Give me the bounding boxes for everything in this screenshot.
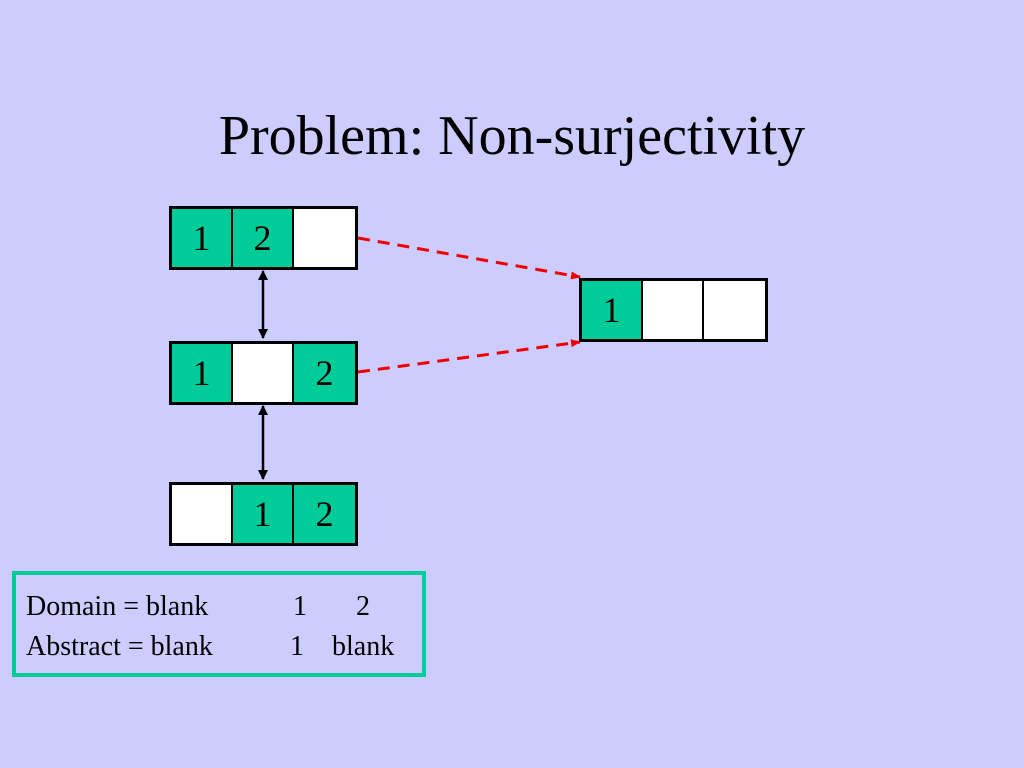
legend-domain-value-2: 2 xyxy=(356,591,370,622)
state-cell: 1 xyxy=(233,485,295,543)
state-cell: 1 xyxy=(582,281,644,339)
abstraction-arrow-top xyxy=(357,236,581,280)
legend-abstract-label: Abstract = blank xyxy=(26,631,213,662)
domain-state-row: 1 2 xyxy=(169,341,358,405)
domain-state-row: 1 2 xyxy=(169,206,358,270)
state-cell: 2 xyxy=(294,485,356,543)
abstraction-arrow-middle xyxy=(357,339,581,374)
slide-title: Problem: Non-surjectivity xyxy=(218,105,806,167)
legend-box: Domain = blank 1 2 Abstract = blank 1 bl… xyxy=(12,571,426,677)
state-cell: 2 xyxy=(294,344,356,402)
state-cell: 1 xyxy=(172,209,234,267)
domain-state-row: 1 2 xyxy=(169,482,358,546)
state-cell xyxy=(172,485,234,543)
legend-domain-value-1: 1 xyxy=(293,591,307,622)
state-cell xyxy=(294,209,356,267)
state-cell xyxy=(704,281,766,339)
legend-domain-label: Domain = blank xyxy=(26,591,209,622)
state-cell: 1 xyxy=(172,344,234,402)
state-cell xyxy=(233,344,295,402)
legend-abstract-line: Abstract = blank 1 blank xyxy=(26,627,422,667)
legend-abstract-value-1: 1 xyxy=(290,631,304,662)
state-cell xyxy=(643,281,705,339)
legend-domain-line: Domain = blank 1 2 xyxy=(26,587,422,627)
state-cell: 2 xyxy=(233,209,295,267)
legend-abstract-value-2: blank xyxy=(332,631,395,662)
abstract-state-row: 1 xyxy=(579,278,768,342)
